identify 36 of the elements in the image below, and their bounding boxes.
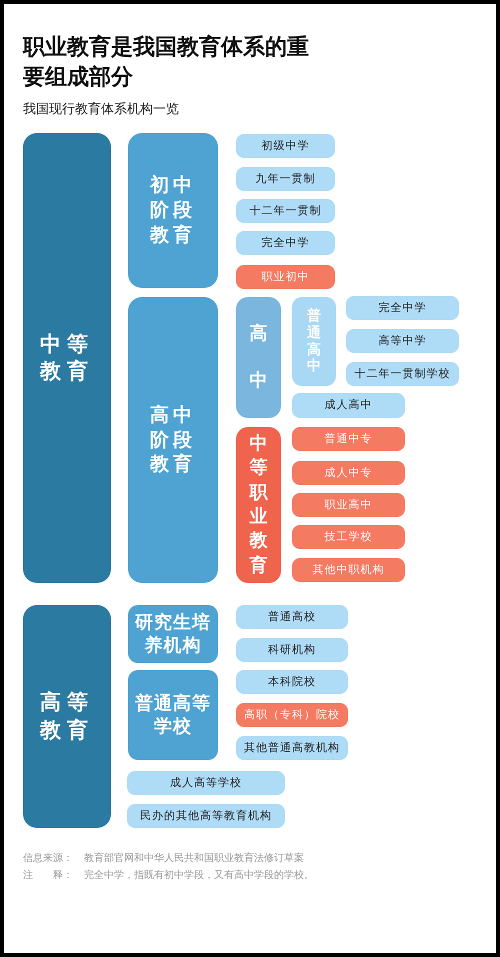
school-box: 初级中学 <box>236 134 335 158</box>
school-box: 其他普通高教机构 <box>236 736 348 760</box>
school-box: 职业初中 <box>236 265 335 289</box>
group-box: 普通高中 <box>292 297 336 386</box>
stage-box: 研究生培养机构 <box>128 605 218 663</box>
note-text: 教育部官网和中华人民共和国职业教育法修订草案 <box>84 852 304 865</box>
school-box: 九年一贯制 <box>236 167 335 191</box>
school-box: 职业高中 <box>292 493 405 517</box>
school-box: 本科院校 <box>236 670 348 694</box>
group-box: 高中 <box>236 297 281 418</box>
stage-box: 普通高等学校 <box>128 670 218 760</box>
group-box: 中等职业教育 <box>236 427 281 583</box>
category-box: 高等教育 <box>23 605 111 828</box>
school-box: 成人高中 <box>292 393 405 418</box>
school-box: 民办的其他高等教育机构 <box>127 804 285 828</box>
subtitle: 我国现行教育体系机构一览 <box>23 100 179 118</box>
school-box: 十二年一贯制 <box>236 199 335 223</box>
school-box: 其他中职机构 <box>292 558 405 582</box>
school-box: 科研机构 <box>236 638 348 662</box>
school-box: 十二年一贯制学校 <box>346 362 459 386</box>
category-box: 中等教育 <box>23 133 111 583</box>
school-box: 完全中学 <box>346 296 459 320</box>
school-box: 成人高等学校 <box>127 771 285 795</box>
school-box: 普通高校 <box>236 605 348 629</box>
school-box: 高等中学 <box>346 329 459 353</box>
note-label: 注 释： <box>23 868 73 882</box>
school-box: 技工学校 <box>292 525 405 549</box>
stage-box: 高中阶段教育 <box>128 297 218 583</box>
school-box: 完全中学 <box>236 231 335 255</box>
note-label: 信息来源： <box>23 852 73 865</box>
school-box: 普通中专 <box>292 427 405 451</box>
school-box: 成人中专 <box>292 461 405 485</box>
title: 职业教育是我国教育体系的重要组成部分 <box>23 34 310 92</box>
note-text: 完全中学，指既有初中学段，又有高中学段的学校。 <box>84 868 314 882</box>
school-box: 高职（专科）院校 <box>236 703 348 727</box>
stage-box: 初中阶段教育 <box>128 133 218 288</box>
